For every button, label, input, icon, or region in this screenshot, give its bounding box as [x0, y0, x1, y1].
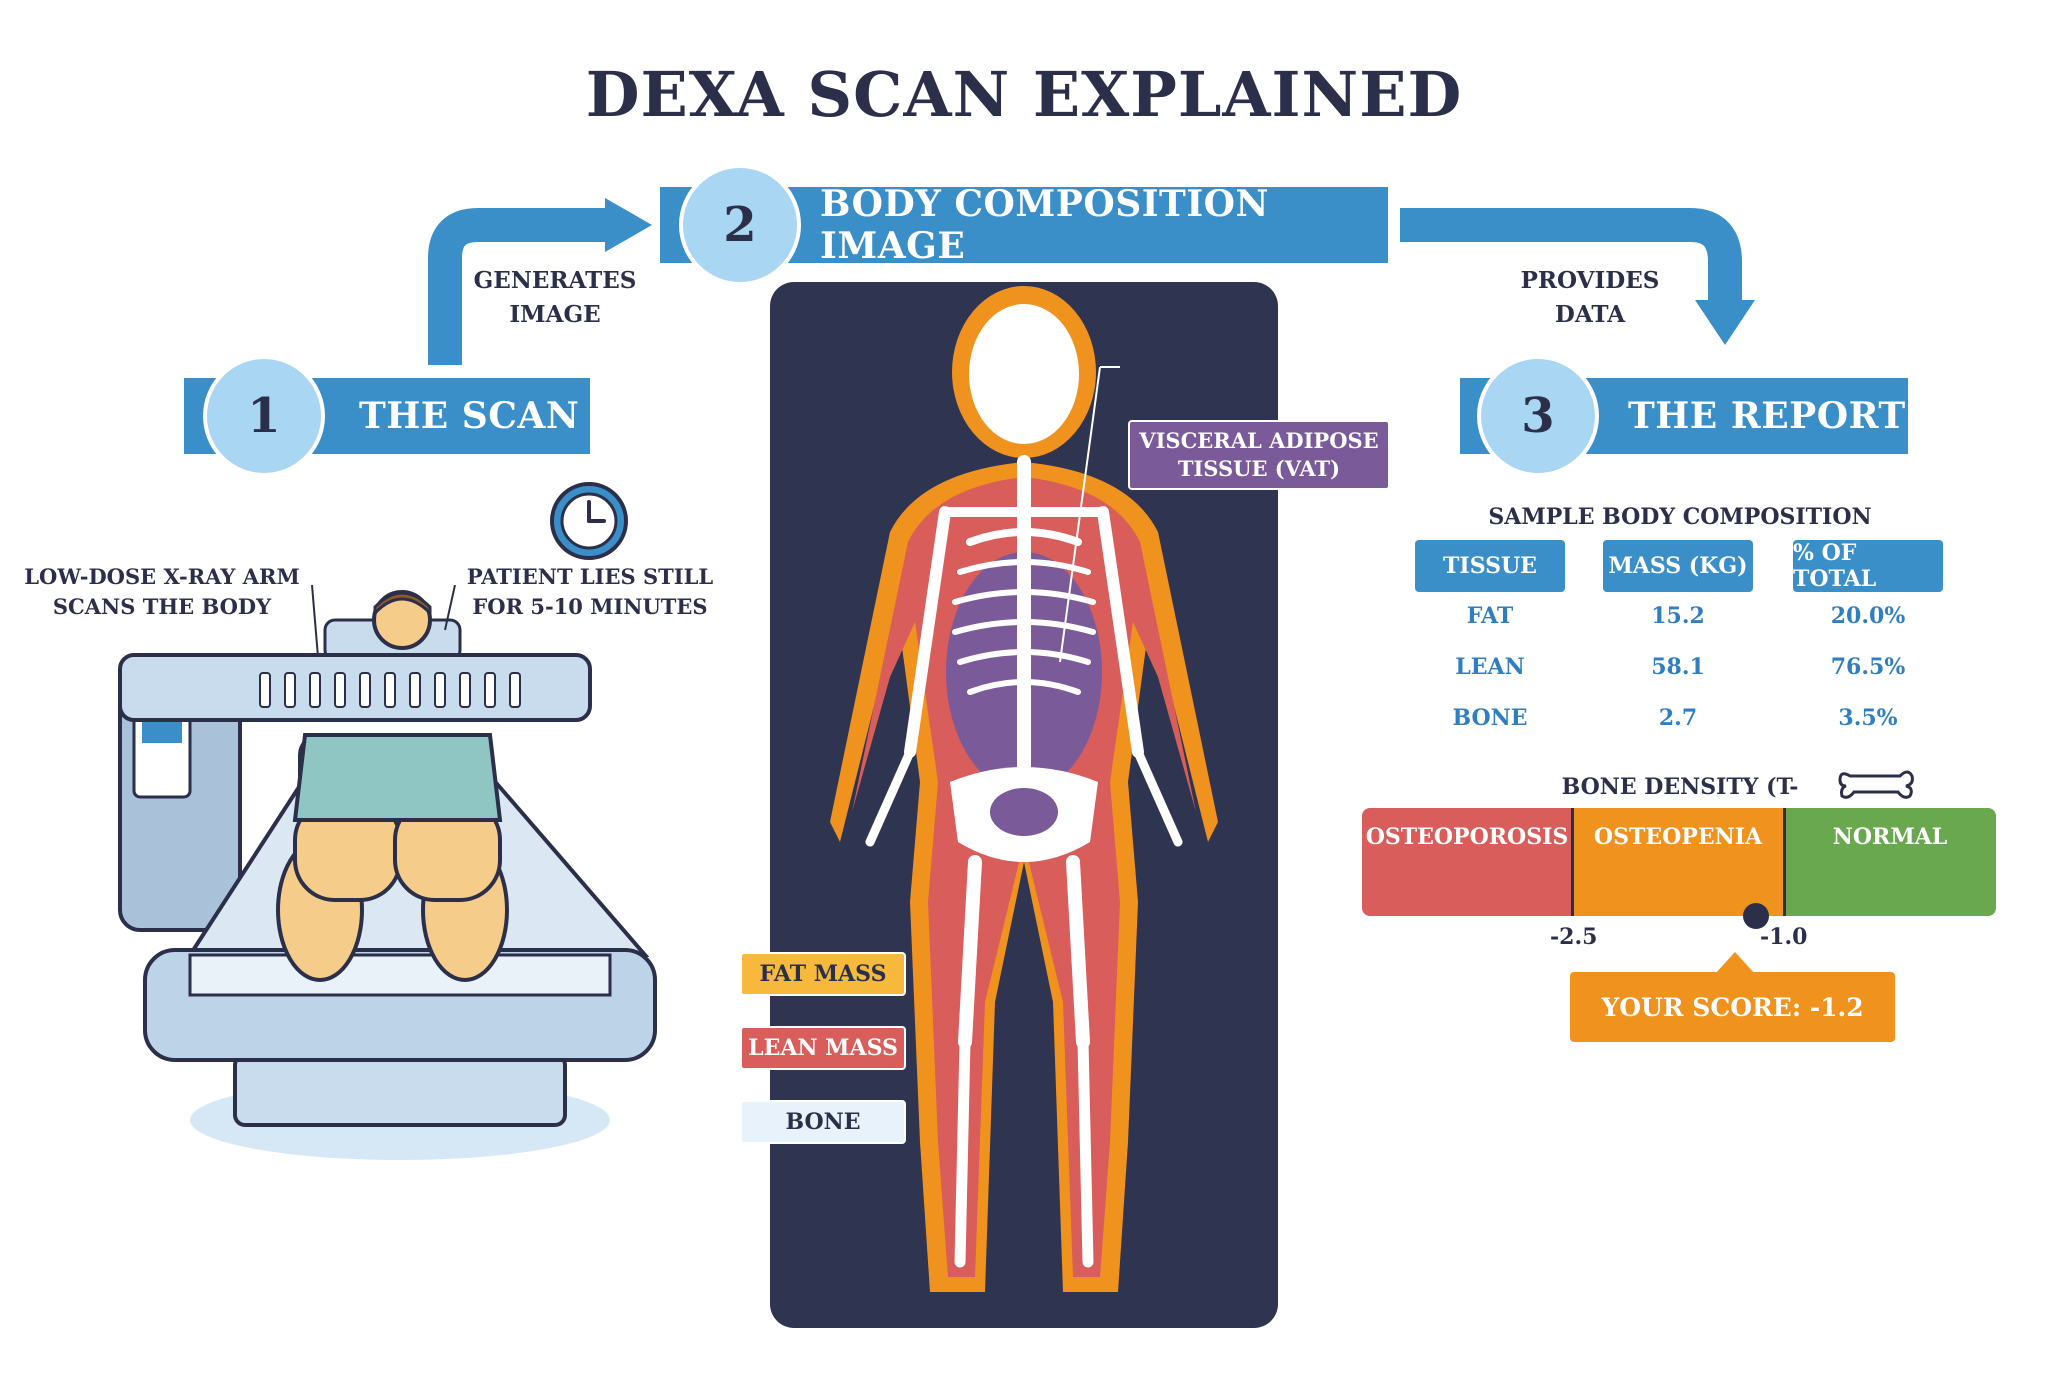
arrow-scan-to-image: [428, 208, 610, 365]
step2-label: BODY COMPOSITION IMAGE: [820, 183, 1269, 267]
bone-icon: [1838, 770, 1914, 799]
patient-note: PATIENT LIES STILL FOR 5-10 MINUTES: [466, 564, 714, 619]
bone-label: BONE: [740, 1100, 906, 1144]
arrow-head-image: [605, 198, 652, 252]
cell-percent-fat: 20.0%: [1830, 603, 1906, 629]
step3-label: THE REPORT: [1628, 395, 1906, 437]
score-pointer: [1715, 952, 1755, 974]
cell-mass-fat: 15.2: [1651, 603, 1705, 629]
xray-arm-note: LOW-DOSE X-RAY ARM SCANS THE BODY: [24, 564, 300, 619]
body-composition-image: [770, 282, 1278, 1328]
segment-osteoporosis: OSTEOPOROSIS: [1362, 808, 1572, 916]
arrow-image-to-report: [1400, 208, 1742, 305]
divider-1-0: [1783, 808, 1786, 916]
table-title: SAMPLE BODY COMPOSITION: [1488, 504, 1872, 530]
step1-label: THE SCAN: [359, 395, 580, 437]
cell-percent-bone: 3.5%: [1838, 705, 1898, 731]
fat-mass-label: FAT MASS: [740, 952, 906, 996]
provides-data-label: PROVIDES DATA: [1520, 267, 1660, 328]
divider-2-5: [1571, 808, 1574, 916]
step3-number: 3: [1477, 355, 1599, 477]
lean-mass-label: LEAN MASS: [740, 1026, 906, 1070]
dexa-scanner-illustration: [118, 585, 657, 1160]
page-title: DEXA SCAN EXPLAINED: [585, 58, 1463, 131]
header-mass: MASS (KG): [1603, 540, 1753, 592]
your-score-badge: YOUR SCORE: -1.2: [1570, 972, 1895, 1042]
clock-icon: [550, 482, 628, 560]
score-marker: [1742, 903, 1769, 929]
tick-minus-1-0: -1.0: [1760, 924, 1808, 950]
cell-tissue-bone: BONE: [1452, 705, 1528, 731]
header-tissue: TISSUE: [1415, 540, 1565, 592]
vat-label: VISCERAL ADIPOSE TISSUE (VAT): [1128, 420, 1390, 490]
step2-number: 2: [679, 164, 801, 286]
arrow-head-report: [1695, 300, 1755, 345]
step1-number: 1: [203, 355, 325, 477]
cell-tissue-fat: FAT: [1466, 603, 1514, 629]
cell-mass-lean: 58.1: [1651, 654, 1705, 680]
segment-normal: NORMAL: [1784, 808, 1996, 916]
header-percent: % OF TOTAL: [1793, 540, 1943, 592]
cell-percent-lean: 76.5%: [1830, 654, 1906, 680]
cell-tissue-lean: LEAN: [1455, 654, 1525, 680]
segment-osteopenia: OSTEOPENIA: [1572, 808, 1784, 916]
cell-mass-bone: 2.7: [1658, 705, 1698, 731]
generates-image-label: GENERATES IMAGE: [473, 267, 637, 328]
tick-minus-2-5: -2.5: [1550, 924, 1598, 950]
